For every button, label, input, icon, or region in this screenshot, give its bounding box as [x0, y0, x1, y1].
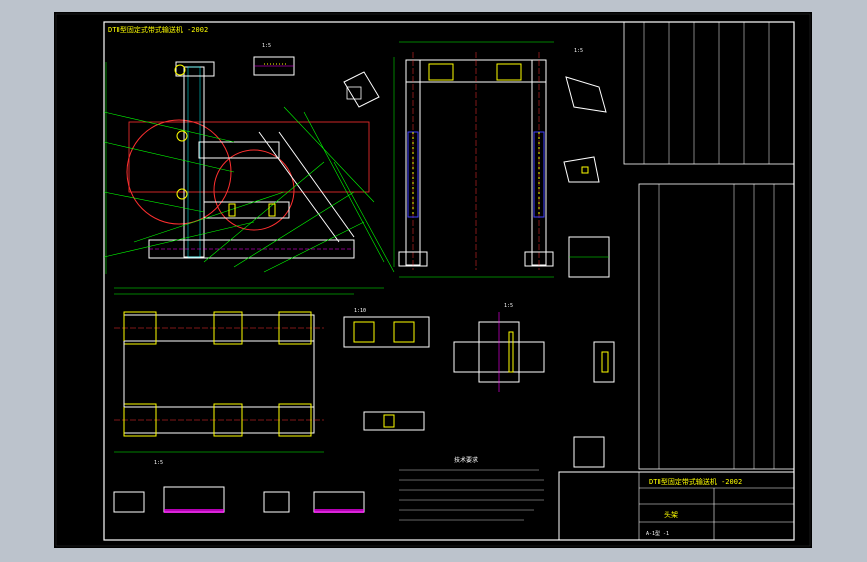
parts-list-table: [638, 183, 795, 470]
detail-right-2: [563, 156, 600, 183]
cad-drawing: DTⅡ型固定式带式输送机 -2002: [55, 13, 811, 547]
detail-bracket: [573, 341, 615, 468]
section-detail-center: 1:5: [453, 303, 545, 392]
detail-right-3: [568, 236, 610, 278]
side-view: [103, 61, 395, 295]
drawing-sheet: DTⅡ型固定式带式输送机 -2002: [54, 12, 812, 548]
tech-requirements: 技术要求: [399, 456, 544, 521]
front-view: [393, 41, 554, 278]
header-note: DTⅡ型固定式带式输送机 -2002: [108, 25, 208, 34]
detail-top-small: 1:5: [253, 43, 295, 76]
sheet-border: [103, 21, 795, 541]
part-code: A-1型 -1: [646, 530, 669, 537]
bottom-details: [113, 486, 365, 513]
scale-label-center: 1:5: [504, 303, 513, 309]
detail-right-1: 1:5: [565, 48, 607, 113]
scale-label-mid: 1:10: [354, 308, 366, 314]
scale-label-plan: 1:5: [154, 460, 163, 466]
plan-view: 1:5: [114, 311, 324, 466]
scale-label-right-1: 1:5: [574, 48, 583, 54]
tech-requirements-title: 技术要求: [454, 456, 478, 464]
scale-label-top: 1:5: [262, 43, 271, 49]
part-name: 头架: [664, 510, 678, 519]
detail-angle: [343, 71, 380, 108]
sheet-title: DTⅡ型固定带式输送机 -2002: [649, 477, 742, 486]
section-detail-mid: 1:10: [343, 308, 430, 431]
upper-right-table: [623, 21, 795, 165]
title-block: DTⅡ型固定带式输送机 -2002 头架 A-1型 -1: [558, 471, 795, 541]
